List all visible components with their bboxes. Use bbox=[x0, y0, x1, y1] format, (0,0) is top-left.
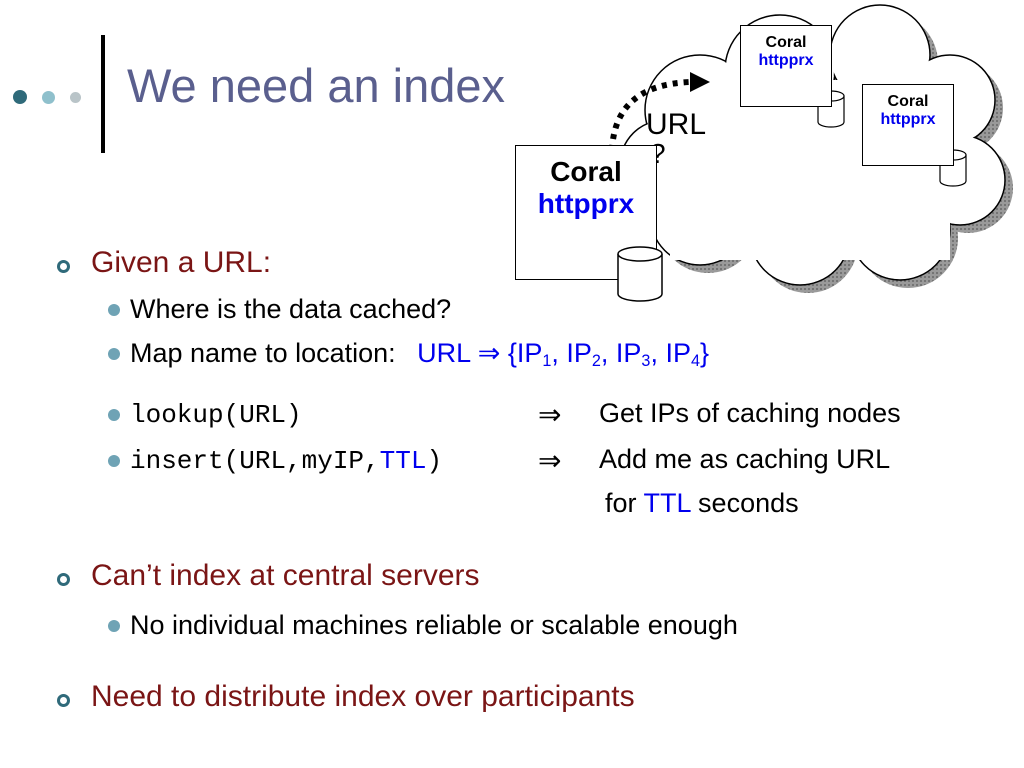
decor-dot-2 bbox=[42, 91, 55, 104]
sub-dot-3 bbox=[108, 409, 120, 421]
bullet-1-heading: Given a URL: bbox=[91, 246, 272, 279]
insert-code: insert(URL,myIP,TTL) bbox=[130, 446, 442, 476]
lookup-desc: Get IPs of caching nodes bbox=[599, 398, 901, 428]
dotted-arrow bbox=[609, 79, 691, 151]
map-c2: , IP bbox=[600, 338, 642, 368]
insert-implies-icon: ⇒ bbox=[538, 445, 562, 476]
insert-desc: Add me as caching URL bbox=[599, 444, 891, 474]
lookup-code: lookup(URL) bbox=[130, 400, 302, 430]
bullet-ring-2 bbox=[57, 573, 70, 586]
map-end: } bbox=[699, 338, 709, 368]
bullet-2-heading: Can’t index at central servers bbox=[91, 559, 480, 592]
coral-node-a-name: Coral bbox=[765, 34, 807, 51]
insert-for: for bbox=[605, 488, 637, 518]
arrow-head-icon bbox=[690, 72, 710, 92]
bullet-3-heading: Need to distribute index over participan… bbox=[91, 680, 635, 713]
coral-node-a-proc: httpprx bbox=[758, 52, 814, 69]
map-i4: 4 bbox=[690, 352, 700, 371]
insert-ttl-2: TTL bbox=[643, 488, 691, 518]
map-i1: 1 bbox=[542, 352, 552, 371]
insert-desc-2: for TTL seconds bbox=[605, 488, 799, 519]
insert-close: ) bbox=[426, 446, 443, 476]
page-title: We need an index bbox=[127, 59, 506, 112]
decor-dot-3 bbox=[70, 92, 81, 103]
title-divider bbox=[101, 35, 105, 153]
coral-node-b-proc: httpprx bbox=[880, 111, 936, 128]
sub-dot-2 bbox=[108, 348, 120, 360]
map-i2: 2 bbox=[591, 352, 601, 371]
coral-node-main-proc: httpprx bbox=[537, 188, 635, 219]
sub-dot-5 bbox=[108, 620, 120, 632]
coral-node-a: Coral httpprx bbox=[740, 25, 832, 107]
map-url: URL bbox=[417, 338, 471, 368]
bullet-1-sub-2: Map name to location: URL ⇒ {IP1, IP2, I… bbox=[130, 338, 709, 371]
map-c3: , IP bbox=[650, 338, 691, 368]
decor-dot-1 bbox=[13, 90, 27, 104]
database-icon-main bbox=[617, 246, 663, 302]
bullet-2-sub-1: No individual machines reliable or scala… bbox=[130, 610, 738, 640]
insert-seconds: seconds bbox=[698, 488, 799, 518]
bullet-ring-3 bbox=[57, 694, 70, 707]
lookup-implies-icon: ⇒ bbox=[538, 399, 562, 430]
map-i3: 3 bbox=[641, 352, 651, 371]
map-c1: , IP bbox=[551, 338, 592, 368]
bullet-ring-1 bbox=[57, 260, 70, 273]
insert-ttl: TTL bbox=[379, 446, 427, 476]
coral-node-b: Coral httpprx bbox=[862, 84, 954, 166]
map-prefix: Map name to location: bbox=[130, 338, 396, 368]
sub-dot-4 bbox=[108, 455, 120, 467]
url-label: URL bbox=[646, 108, 707, 141]
insert-code-main: insert(URL,myIP, bbox=[130, 446, 380, 476]
coral-node-main-name: Coral bbox=[550, 156, 622, 187]
bullet-1-sub-1: Where is the data cached? bbox=[130, 294, 452, 324]
map-arrow: ⇒ {IP bbox=[477, 338, 543, 368]
sub-dot-1 bbox=[108, 304, 120, 316]
coral-node-b-name: Coral bbox=[887, 93, 929, 110]
